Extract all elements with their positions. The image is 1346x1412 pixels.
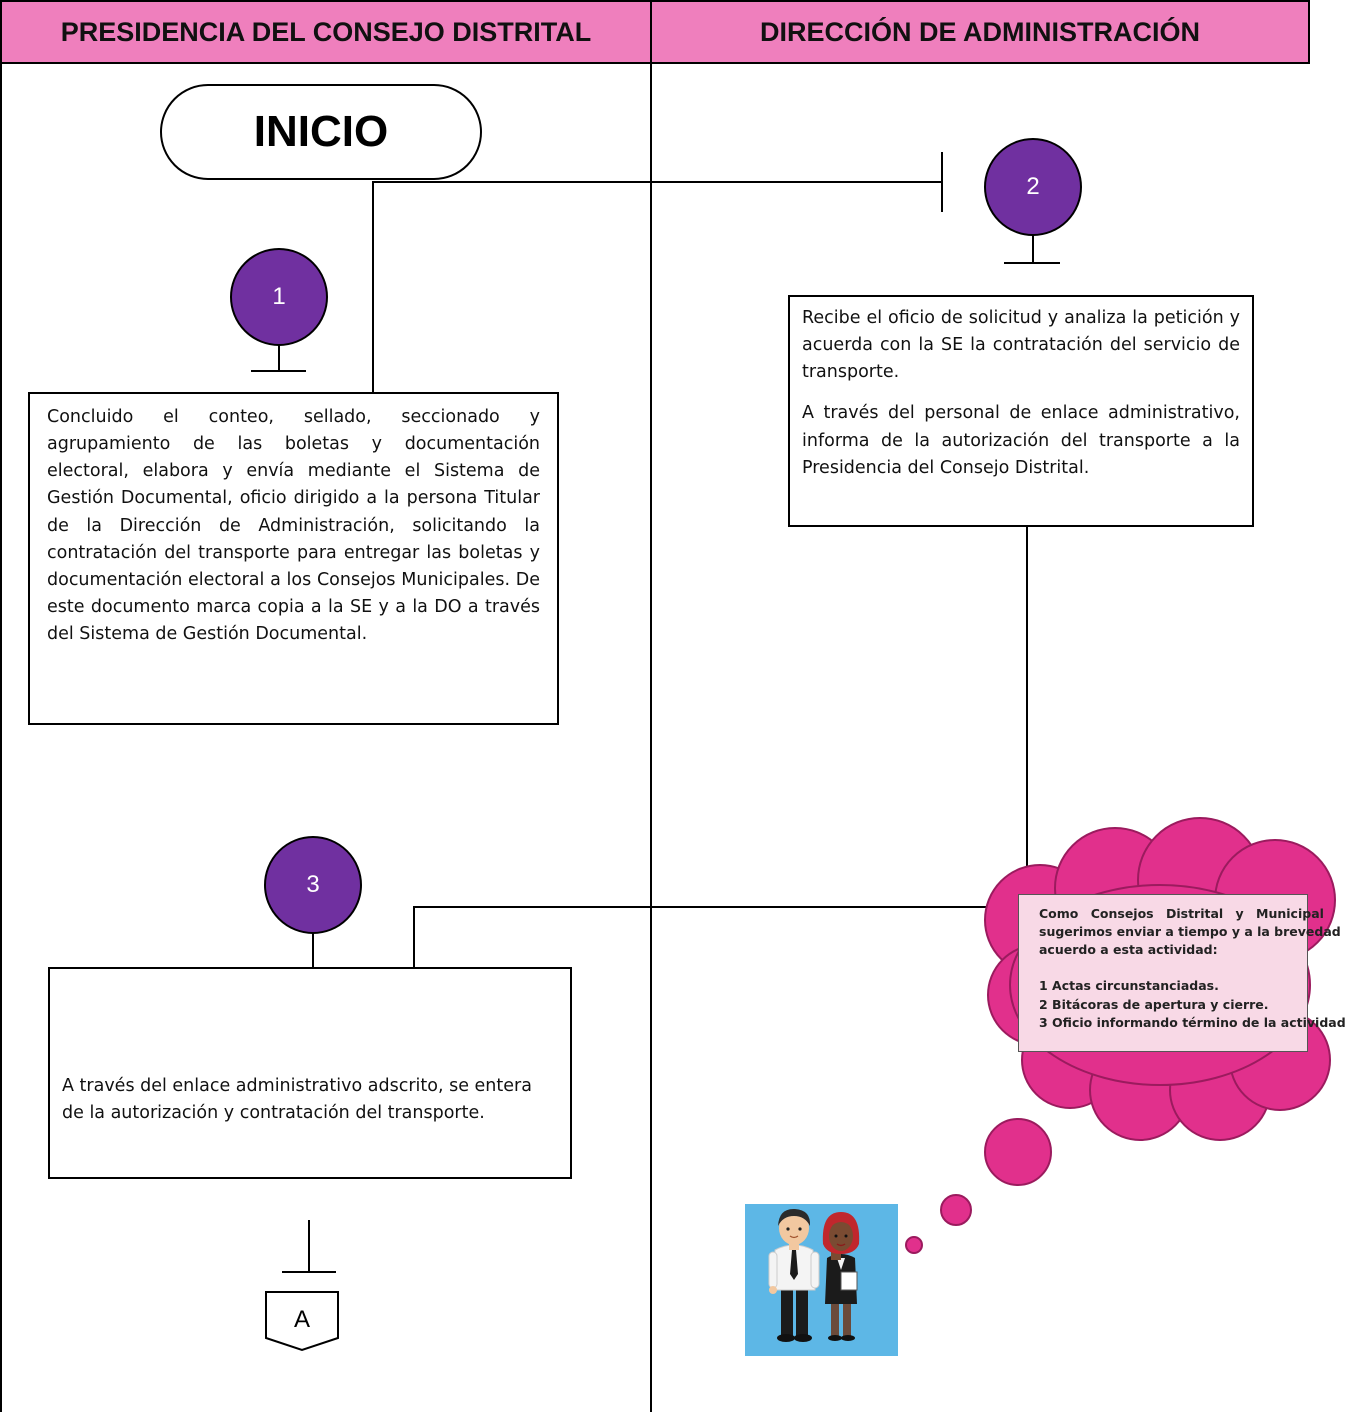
note-item-2: 2 Bitácoras de apertura y cierre. — [1039, 996, 1269, 1012]
offpage-connector: A — [265, 1291, 339, 1352]
note-intro-line-1: Como Consejos Distrital y Municipal — [1039, 906, 1324, 921]
step-circle-3: 3 — [264, 836, 362, 934]
note-intro-line-2: sugerimos enviar a tiempo y a la breveda… — [1039, 924, 1341, 940]
step-2-bar — [1004, 262, 1060, 264]
step-2-stem — [1032, 235, 1034, 262]
flow-line-2-across — [413, 906, 1028, 908]
note-intro-line-3: acuerdo a esta actividad: — [1039, 942, 1218, 958]
step-3-stem — [312, 933, 314, 973]
lane-title-presidencia: PRESIDENCIA DEL CONSEJO DISTRITAL — [60, 16, 592, 47]
step-number-2: 2 — [1026, 173, 1040, 200]
people-figure-icon — [768, 1208, 860, 1342]
offpage-connector-label: A — [294, 1306, 310, 1333]
step-number-3: 3 — [306, 871, 320, 898]
lane-title-administracion: DIRECCIÓN DE ADMINISTRACIÓN — [759, 16, 1200, 47]
step-2-paragraph-1: Recibe el oficio de solicitud y analiza … — [802, 308, 1240, 383]
flow-line-2-into-box3 — [413, 906, 415, 968]
people-illustration — [745, 1204, 898, 1356]
step-3-text: A través del enlace administrativo adscr… — [62, 1076, 532, 1124]
step-2-paragraph-2: A través del personal de enlace administ… — [802, 403, 1240, 478]
lane-border-left — [0, 0, 2, 1412]
step-3-exit-bar — [282, 1271, 336, 1273]
lane-divider — [650, 0, 652, 1412]
step-1-box: Concluido el conteo, sellado, seccionado… — [28, 392, 559, 725]
woman-figure — [822, 1212, 860, 1341]
lane-header-presidencia: PRESIDENCIA DEL CONSEJO DISTRITAL — [0, 0, 652, 64]
flow-line-1-bar — [941, 152, 943, 212]
step-circle-2: 2 — [984, 138, 1082, 236]
start-label: INICIO — [253, 107, 389, 156]
step-number-1: 1 — [272, 283, 286, 310]
lane-header-administracion: DIRECCIÓN DE ADMINISTRACIÓN — [650, 0, 1310, 64]
step-2-box: Recibe el oficio de solicitud y analiza … — [788, 295, 1254, 527]
flow-line-1-up — [372, 181, 374, 394]
man-figure — [768, 1208, 820, 1342]
step-3-exit-stem — [308, 1220, 310, 1272]
note-item-3: 3 Oficio informando término de la activi… — [1039, 1014, 1346, 1030]
step-circle-1: 1 — [230, 248, 328, 346]
step-1-stem — [278, 345, 280, 371]
step-1-bar — [251, 370, 306, 372]
flow-line-2-down — [1026, 526, 1028, 908]
note-intro: Como Consejos Distrital y Municipal suge… — [1039, 905, 1341, 959]
step-1-text: Concluido el conteo, sellado, seccionado… — [47, 407, 540, 644]
start-terminator: INICIO — [160, 84, 482, 180]
flow-line-1-across — [372, 181, 942, 183]
note-item-1: 1 Actas circunstanciadas. — [1039, 978, 1219, 994]
step-3-box: A través del enlace administrativo adscr… — [48, 967, 572, 1179]
note-box: Como Consejos Distrital y Municipal suge… — [1018, 894, 1346, 1052]
